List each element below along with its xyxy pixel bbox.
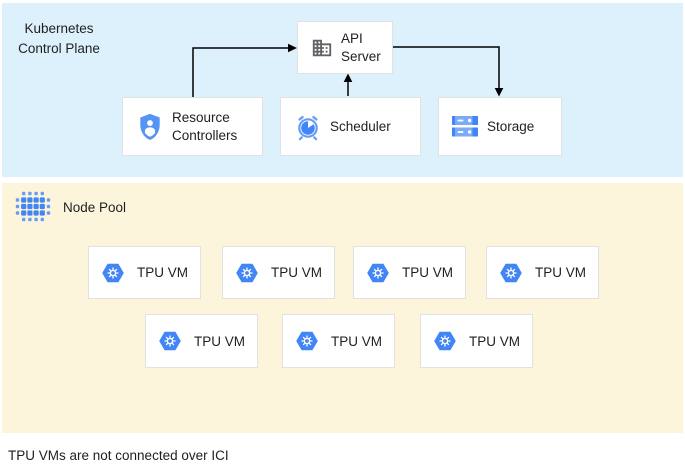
node-pool-panel: [2, 183, 683, 433]
tpu-hexagon-icon: [500, 263, 522, 282]
tpu-vm-node: TPU VM: [88, 246, 201, 299]
tpu-vm-label: TPU VM: [534, 265, 586, 280]
node-pool-title: Node Pool: [63, 199, 127, 215]
diagram-caption: TPU VMs are not connected over ICI: [8, 448, 229, 463]
tpu-vm-label: TPU VM: [193, 333, 245, 349]
tpu-hexagon-icon: [367, 263, 389, 282]
tpu-hexagon-icon: [434, 331, 456, 351]
node-storage: Storage: [438, 97, 562, 156]
tpu-vm-label: TPU VM: [401, 265, 453, 280]
tpu-vm-node: TPU VM: [486, 246, 599, 299]
tpu-vm-label: TPU VM: [136, 265, 188, 280]
tpu-vm-label: TPU VM: [468, 333, 520, 349]
dotted-cluster-icon: [15, 191, 51, 222]
tpu-vm-node: TPU VM: [420, 314, 533, 368]
node-label: Resource Controllers: [172, 110, 238, 143]
node-label: Scheduler: [330, 118, 391, 134]
tpu-hexagon-icon: [159, 331, 181, 351]
tpu-hexagon-icon: [102, 263, 124, 282]
node-scheduler: Scheduler: [280, 97, 421, 156]
building-icon: [312, 39, 332, 56]
alarm-clock-icon: [298, 115, 318, 140]
tpu-vm-node: TPU VM: [353, 246, 466, 299]
tpu-hexagon-icon: [236, 263, 258, 282]
node-label: API Server: [341, 31, 381, 64]
node-api-server: API Server: [297, 21, 393, 74]
tpu-hexagon-icon: [296, 331, 318, 351]
tpu-vm-node: TPU VM: [145, 314, 258, 368]
shield-user-icon: [140, 113, 160, 140]
node-resource-controllers: Resource Controllers: [122, 97, 263, 156]
node-pool-header: Node Pool: [13, 188, 126, 226]
tpu-vm-node: TPU VM: [222, 246, 335, 299]
tpu-vm-label: TPU VM: [270, 265, 322, 280]
tpu-vm-node: TPU VM: [282, 314, 395, 368]
tpu-vm-label: TPU VM: [330, 333, 382, 349]
control-plane-title: Kubernetes Control Plane: [18, 21, 100, 56]
server-stack-icon: [452, 116, 478, 137]
node-label: Storage: [487, 118, 535, 134]
